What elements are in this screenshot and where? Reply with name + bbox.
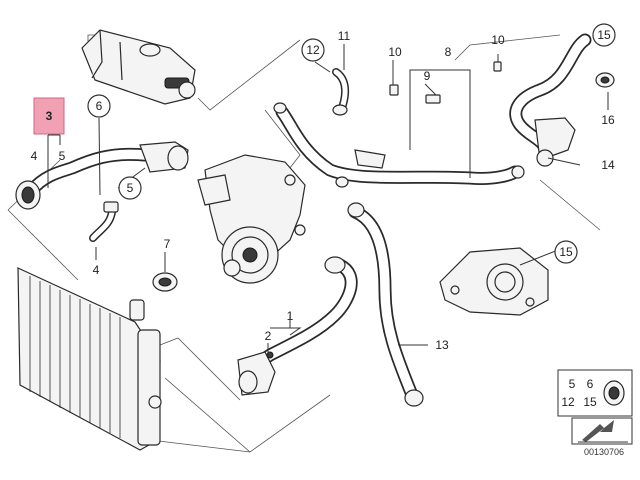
expansion-tank	[81, 29, 196, 105]
callouts: 3 4 5 6 5 4 7 12 11 10 9 8 10 15 16 14 1…	[31, 23, 616, 352]
callout-9: 9	[424, 69, 431, 83]
callout-14: 14	[601, 158, 615, 172]
hose-11	[332, 68, 350, 116]
radiator	[17, 267, 162, 451]
callout-5a: 5	[59, 149, 66, 163]
legend-num-12: 12	[561, 395, 575, 409]
callout-10a: 10	[388, 45, 402, 59]
bleed-hose	[89, 201, 119, 242]
callout-4a: 4	[31, 149, 38, 163]
hose-8	[273, 102, 525, 188]
callout-1: 1	[287, 309, 294, 323]
legend-num-6: 6	[587, 377, 594, 391]
legend-arrow-box	[571, 417, 633, 445]
callout-3: 3	[46, 109, 53, 123]
legend-box: 5 6 12 15	[557, 369, 633, 417]
guide-lines	[7, 34, 601, 453]
bolts	[389, 61, 502, 104]
leader-lines	[47, 44, 609, 355]
callout-circle-12	[301, 38, 325, 62]
long-hose-13	[347, 202, 424, 407]
highlight-box-3	[33, 97, 65, 135]
upper-radiator-hose	[15, 141, 189, 210]
callout-6: 6	[96, 99, 103, 113]
callout-7: 7	[164, 237, 171, 251]
callout-12: 12	[306, 43, 320, 57]
callout-2: 2	[265, 329, 272, 343]
callout-circle-15a	[592, 23, 616, 47]
hose-14	[509, 33, 615, 167]
hose-clamp-7	[152, 272, 178, 292]
legend-num-5: 5	[569, 377, 576, 391]
callout-circle-15b	[554, 240, 578, 264]
callout-circle-5b	[118, 176, 142, 200]
water-pump	[197, 154, 306, 284]
callout-13: 13	[435, 338, 449, 352]
legend-arrow-icon	[582, 420, 614, 442]
callout-16: 16	[601, 113, 615, 127]
callout-10b: 10	[491, 33, 505, 47]
reference-number: 00130706	[584, 447, 624, 457]
callout-5b: 5	[127, 181, 134, 195]
callout-15a: 15	[597, 28, 611, 42]
callout-4b: 4	[93, 263, 100, 277]
legend-num-15: 15	[583, 395, 597, 409]
callout-circle-6	[87, 94, 111, 118]
thermostat-housing	[439, 247, 549, 316]
callout-8: 8	[445, 45, 452, 59]
lower-radiator-hose	[237, 256, 358, 396]
callout-15b: 15	[559, 245, 573, 259]
callout-11: 11	[338, 29, 351, 43]
